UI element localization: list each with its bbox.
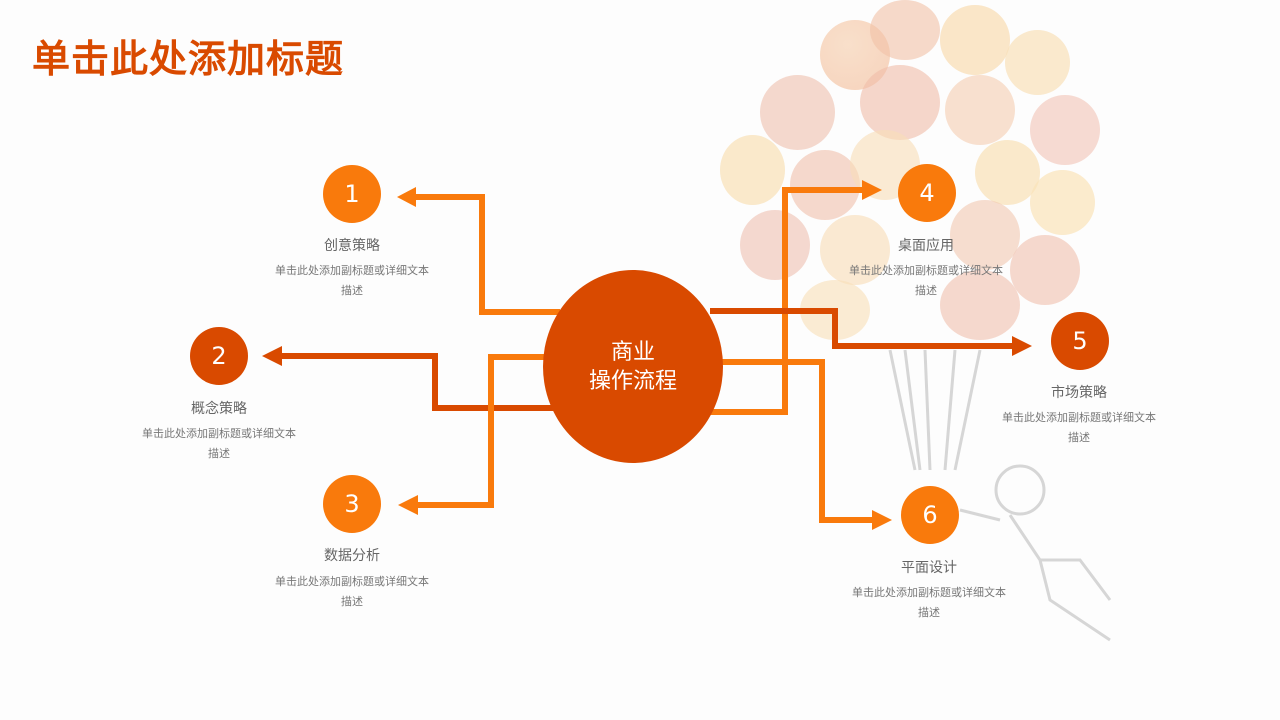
step-6-desc: 单击此处添加副标题或详细文本描述 xyxy=(829,583,1029,623)
step-4-circle: 4 xyxy=(898,164,956,222)
step-1-circle: 1 xyxy=(323,165,381,223)
desc-line: 描述 xyxy=(1068,431,1090,444)
hub-line1: 商业 xyxy=(610,339,655,365)
hub-line2: 操作流程 xyxy=(588,368,677,394)
step-5-circle: 5 xyxy=(1051,312,1109,370)
step-3-desc: 单击此处添加副标题或详细文本描述 xyxy=(252,572,452,612)
arrow-to-4 xyxy=(710,180,882,415)
arrow-to-5 xyxy=(710,308,1032,356)
desc-line: 描述 xyxy=(341,595,363,608)
desc-line: 描述 xyxy=(208,447,230,460)
step-3-circle: 3 xyxy=(323,475,381,533)
step-6-label: 平面设计 xyxy=(901,560,957,576)
desc-line: 描述 xyxy=(918,606,940,619)
step-5-label: 市场策略 xyxy=(1051,385,1107,401)
desc-line: 描述 xyxy=(915,284,937,297)
desc-line: 单击此处添加副标题或详细文本 xyxy=(142,427,296,440)
step-2-label: 概念策略 xyxy=(191,401,247,417)
desc-line: 单击此处添加副标题或详细文本 xyxy=(1002,411,1156,424)
step-6-circle: 6 xyxy=(901,486,959,544)
step-2-desc: 单击此处添加副标题或详细文本描述 xyxy=(119,424,319,464)
page-title: 单击此处添加标题 xyxy=(32,37,345,81)
arrow-to-6 xyxy=(710,359,892,530)
step-3-label: 数据分析 xyxy=(324,548,380,564)
desc-line: 单击此处添加副标题或详细文本 xyxy=(275,264,429,277)
step-2-circle: 2 xyxy=(190,327,248,385)
arrow-to-2 xyxy=(262,346,560,411)
arrow-to-3 xyxy=(398,354,560,515)
hub-circle: 商业 操作流程 xyxy=(543,270,723,463)
desc-line: 单击此处添加副标题或详细文本 xyxy=(852,586,1006,599)
step-4-desc: 单击此处添加副标题或详细文本描述 xyxy=(826,261,1026,301)
step-4-label: 桌面应用 xyxy=(898,238,954,254)
desc-line: 描述 xyxy=(341,284,363,297)
step-1-label: 创意策略 xyxy=(324,238,380,254)
desc-line: 单击此处添加副标题或详细文本 xyxy=(849,264,1003,277)
arrow-to-1 xyxy=(397,187,560,315)
step-1-desc: 单击此处添加副标题或详细文本描述 xyxy=(252,261,452,301)
step-5-desc: 单击此处添加副标题或详细文本描述 xyxy=(979,408,1179,448)
desc-line: 单击此处添加副标题或详细文本 xyxy=(275,575,429,588)
